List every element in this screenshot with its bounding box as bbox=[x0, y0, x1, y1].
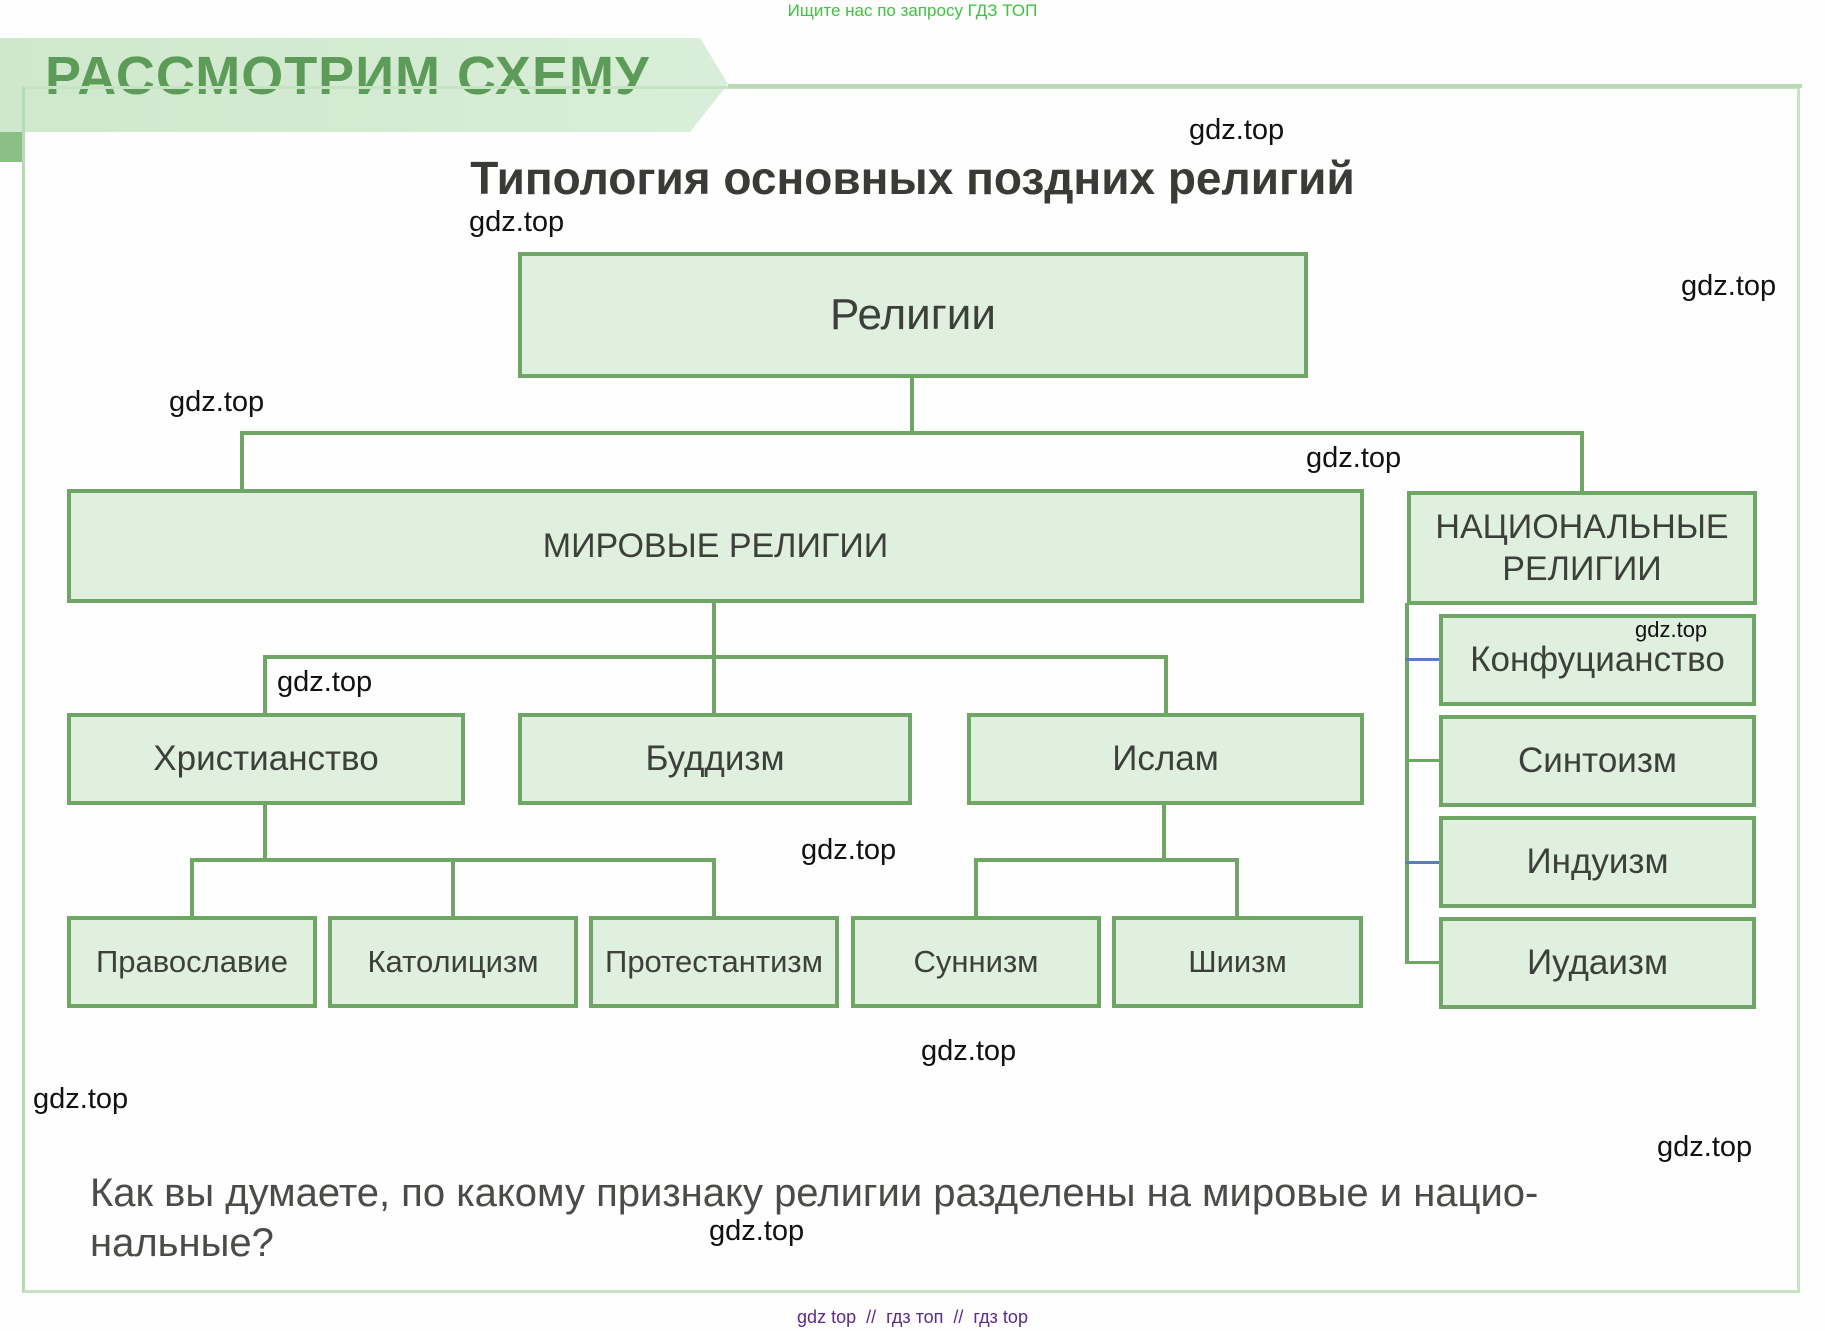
node-national-religions: НАЦИОНАЛЬНЫЕ РЕЛИГИИ bbox=[1407, 491, 1757, 605]
connector bbox=[263, 655, 1168, 659]
connector bbox=[190, 858, 194, 918]
node-label: Синтоизм bbox=[1518, 741, 1677, 780]
node-label: Шиизм bbox=[1188, 944, 1287, 979]
connector bbox=[451, 858, 455, 918]
connector bbox=[1164, 655, 1168, 715]
watermark: gdz.top bbox=[469, 206, 565, 238]
connector bbox=[263, 655, 267, 715]
connector bbox=[974, 858, 1239, 862]
connector bbox=[712, 858, 716, 918]
node-religions: Религии bbox=[518, 252, 1308, 378]
node-confucianism: Конфуцианство bbox=[1439, 614, 1756, 706]
node-label: Ислам bbox=[1112, 739, 1219, 778]
connector bbox=[1235, 858, 1239, 918]
connector bbox=[1405, 861, 1441, 864]
node-label: Протестантизм bbox=[605, 944, 823, 979]
node-label: Буддизм bbox=[645, 739, 785, 778]
node-label: Католицизм bbox=[367, 944, 539, 979]
node-judaism: Иудаизм bbox=[1439, 917, 1756, 1009]
section-banner bbox=[0, 38, 728, 132]
watermark: gdz.top bbox=[1189, 114, 1285, 146]
connector bbox=[1405, 603, 1409, 964]
watermark: gdz.top bbox=[33, 1083, 129, 1115]
section-banner-title: РАССМОТРИМ СХЕМУ bbox=[45, 46, 650, 106]
banner-fold bbox=[0, 132, 22, 162]
node-label: Иудаизм bbox=[1526, 943, 1669, 982]
node-label: НАЦИОНАЛЬНЫЕ РЕЛИГИИ bbox=[1435, 508, 1729, 588]
connector bbox=[1405, 658, 1441, 661]
watermark: gdz.top bbox=[709, 1215, 805, 1247]
watermark: gdz.top bbox=[1657, 1131, 1753, 1163]
node-label: Конфуцианство bbox=[1470, 640, 1725, 679]
question-text: Как вы думаете, по какому признаку религ… bbox=[90, 1171, 1539, 1265]
connector bbox=[1162, 803, 1166, 862]
connector bbox=[240, 431, 1584, 435]
connector bbox=[1405, 961, 1441, 964]
connector bbox=[1580, 431, 1584, 493]
watermark: gdz.top bbox=[1635, 617, 1708, 642]
node-hinduism: Индуизм bbox=[1439, 816, 1756, 908]
connector bbox=[1405, 759, 1441, 762]
node-orthodoxy: Православие bbox=[67, 916, 317, 1008]
node-label: МИРОВЫЕ РЕЛИГИИ bbox=[542, 526, 889, 565]
top-search-link[interactable]: Ищите нас по запросу ГДЗ ТОП bbox=[787, 1, 1038, 20]
node-label: Православие bbox=[96, 944, 288, 979]
node-label: Христианство bbox=[153, 739, 379, 778]
node-label: Индуизм bbox=[1526, 842, 1669, 881]
node-catholicism: Католицизм bbox=[328, 916, 578, 1008]
diagram-title: Типология основных поздних религий bbox=[470, 152, 1355, 204]
node-shinto: Синтоизм bbox=[1439, 715, 1756, 807]
watermark: gdz.top bbox=[1306, 442, 1402, 474]
node-buddhism: Буддизм bbox=[518, 713, 912, 805]
watermark: gdz.top bbox=[921, 1035, 1017, 1067]
node-sunnism: Суннизм bbox=[851, 916, 1101, 1008]
node-protestantism: Протестантизм bbox=[589, 916, 839, 1008]
watermark: gdz.top bbox=[1681, 270, 1777, 302]
node-world-religions: МИРОВЫЕ РЕЛИГИИ bbox=[67, 489, 1364, 603]
footer-links[interactable]: gdz top // гдз топ // гдз top bbox=[797, 1307, 1028, 1327]
node-christianity: Христианство bbox=[67, 713, 465, 805]
connector bbox=[910, 376, 914, 435]
connector bbox=[263, 803, 267, 862]
node-islam: Ислам bbox=[967, 713, 1364, 805]
connector bbox=[974, 858, 978, 918]
node-label: Суннизм bbox=[913, 944, 1039, 979]
watermark: gdz.top bbox=[277, 666, 373, 698]
watermark: gdz.top bbox=[801, 834, 897, 866]
watermark: gdz.top bbox=[169, 386, 265, 418]
node-label: Религии bbox=[830, 290, 996, 339]
node-shiism: Шиизм bbox=[1112, 916, 1363, 1008]
connector bbox=[240, 431, 244, 491]
frame-top-line bbox=[728, 84, 1802, 88]
